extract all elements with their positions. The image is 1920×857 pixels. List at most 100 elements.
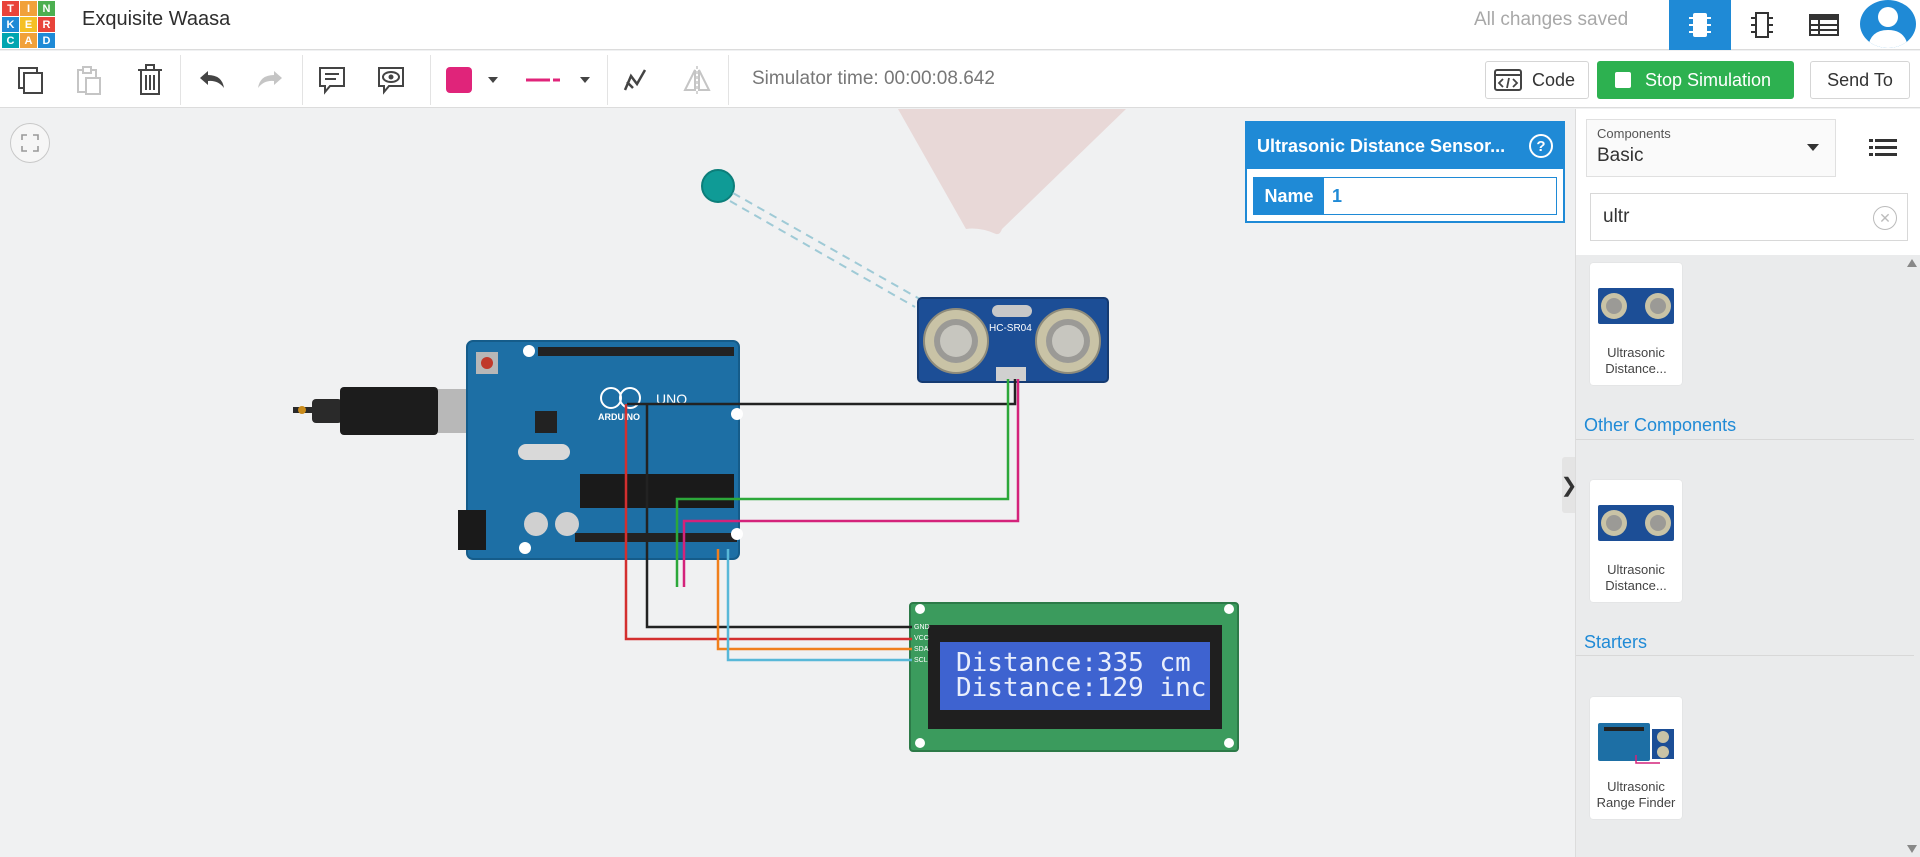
autoroute-button[interactable] <box>614 59 656 101</box>
section-title-starters: Starters <box>1584 632 1648 652</box>
wire-black-lcd <box>645 404 912 629</box>
component-card-ultrasonic-sensor[interactable]: Ultrasonic Distance... <box>1590 263 1682 385</box>
wire-style-icon <box>526 78 560 82</box>
user-avatar[interactable] <box>1860 0 1916 48</box>
fit-view-button[interactable] <box>10 123 50 163</box>
toolbar-separator <box>607 55 608 105</box>
wire-cyan <box>726 549 912 662</box>
search-value: ultr <box>1603 206 1630 227</box>
visibility-button[interactable] <box>370 59 412 101</box>
delete-button[interactable] <box>129 59 171 101</box>
range-finder-thumbnail <box>1596 709 1676 771</box>
stop-icon <box>1615 72 1631 88</box>
simulator-time: Simulator time: 00:00:08.642 <box>752 68 995 89</box>
lcd-line-1: Distance:335 cm <box>956 648 1191 678</box>
chevron-down-icon <box>580 77 590 83</box>
wire-black <box>627 379 1017 406</box>
sensor-model-label: HC-SR04 <box>989 323 1032 334</box>
notes-button[interactable] <box>311 59 353 101</box>
circuit-canvas[interactable]: UNO ARDUINO HC-SR04 Distance:335 cm <box>0 109 1574 857</box>
project-title[interactable]: Exquisite Waasa <box>82 8 231 30</box>
logo-letter: K <box>2 17 19 32</box>
section-title-other: Other Components <box>1584 415 1737 435</box>
collapse-panel-button[interactable]: ❯ <box>1560 457 1578 513</box>
schematic-view-icon <box>1751 12 1773 38</box>
logo-letter: E <box>20 17 37 32</box>
visibility-icon <box>378 67 404 95</box>
help-icon[interactable]: ? <box>1529 134 1553 158</box>
components-dropdown-label: Components <box>1597 126 1671 141</box>
search-results: Ultrasonic Distance... Other Components … <box>1576 255 1920 857</box>
logo-letter: R <box>38 17 55 32</box>
redo-button[interactable] <box>249 59 291 101</box>
sensor-target-object <box>701 169 735 203</box>
component-list-button[interactable] <box>1793 0 1855 50</box>
toolbar-separator <box>180 55 181 105</box>
name-input[interactable]: 1 <box>1332 185 1343 206</box>
flip-button[interactable] <box>676 59 718 101</box>
wire-style-picker[interactable] <box>514 59 600 101</box>
components-panel: Components Basic ultr ✕ Ultrasonic Dista… <box>1575 109 1920 857</box>
wire-red <box>624 404 912 641</box>
notes-icon <box>319 67 345 95</box>
lcd-pin-label: GND <box>914 624 930 631</box>
toolbar-separator <box>728 55 729 105</box>
circuit-view-icon <box>1689 13 1711 37</box>
components-dropdown-value: Basic <box>1597 145 1644 166</box>
copy-button[interactable] <box>9 59 51 101</box>
wire-magenta <box>682 379 1020 587</box>
schematic-view-button[interactable] <box>1731 0 1793 50</box>
code-button[interactable]: Code <box>1485 61 1589 99</box>
paste-icon <box>77 66 101 95</box>
name-label: Name <box>1254 178 1324 214</box>
list-view-icon <box>1869 139 1897 156</box>
ultrasonic-sensor: HC-SR04 <box>917 297 1109 383</box>
starter-card-range-finder[interactable]: Ultrasonic Range Finder <box>1590 697 1682 819</box>
paste-button[interactable] <box>67 59 109 101</box>
clear-search-icon[interactable]: ✕ <box>1873 206 1897 230</box>
component-search-input[interactable]: ultr ✕ <box>1590 193 1908 241</box>
ultrasonic-sensor-thumbnail <box>1596 275 1676 337</box>
chevron-right-icon: ❯ <box>1560 474 1578 497</box>
logo-letter: N <box>38 1 55 16</box>
toolbar-separator <box>430 55 431 105</box>
arduino-uno-board: UNO ARDUINO <box>458 340 743 560</box>
user-icon <box>1868 7 1908 48</box>
logo-letter: D <box>38 33 55 48</box>
ultrasonic-sensor-thumbnail <box>1596 492 1676 554</box>
logo-letter: I <box>20 1 37 16</box>
delete-icon <box>138 64 162 95</box>
component-card-ultrasonic-sensor-other[interactable]: Ultrasonic Distance... <box>1590 480 1682 602</box>
send-to-button[interactable]: Send To <box>1810 61 1910 99</box>
lcd-pin-label: SDA <box>914 646 929 653</box>
sensor-detection-area <box>898 109 1126 235</box>
scroll-down-icon[interactable] <box>1907 845 1917 853</box>
components-dropdown[interactable]: Components Basic <box>1586 119 1836 177</box>
component-inspector: Ultrasonic Distance Sensor... ? Name 1 <box>1245 121 1565 223</box>
tinkercad-logo[interactable]: T I N K E R C A D <box>0 0 56 48</box>
toolbar: Simulator time: 00:00:08.642 Code Stop S… <box>0 51 1920 108</box>
lcd-line-2: Distance:129 inc <box>956 673 1206 703</box>
copy-icon <box>18 67 43 94</box>
component-card-caption: Ultrasonic Distance... <box>1605 345 1667 376</box>
component-card-caption: Ultrasonic Range Finder <box>1596 779 1676 810</box>
wire-orange <box>716 549 912 651</box>
circuit-view-button[interactable] <box>1669 0 1731 50</box>
lcd-pin-label: SCL <box>914 657 928 664</box>
undo-button[interactable] <box>191 59 233 101</box>
color-picker[interactable] <box>434 59 510 101</box>
scroll-up-icon[interactable] <box>1907 259 1917 267</box>
list-view-button[interactable] <box>1865 131 1901 165</box>
chevron-down-icon <box>1807 144 1819 151</box>
autoroute-icon <box>623 69 647 91</box>
code-icon <box>1494 69 1522 91</box>
send-to-label: Send To <box>1827 69 1893 90</box>
component-list-icon <box>1809 14 1839 36</box>
save-status: All changes saved <box>1474 9 1629 30</box>
inspector-title: Ultrasonic Distance Sensor... <box>1257 135 1506 156</box>
inspector-header: Ultrasonic Distance Sensor... ? <box>1247 123 1563 169</box>
chevron-down-icon <box>488 77 498 83</box>
section-divider <box>1576 655 1914 656</box>
circuit-drawing: UNO ARDUINO HC-SR04 Distance:335 cm <box>293 109 1239 752</box>
stop-simulation-button[interactable]: Stop Simulation <box>1597 61 1794 99</box>
